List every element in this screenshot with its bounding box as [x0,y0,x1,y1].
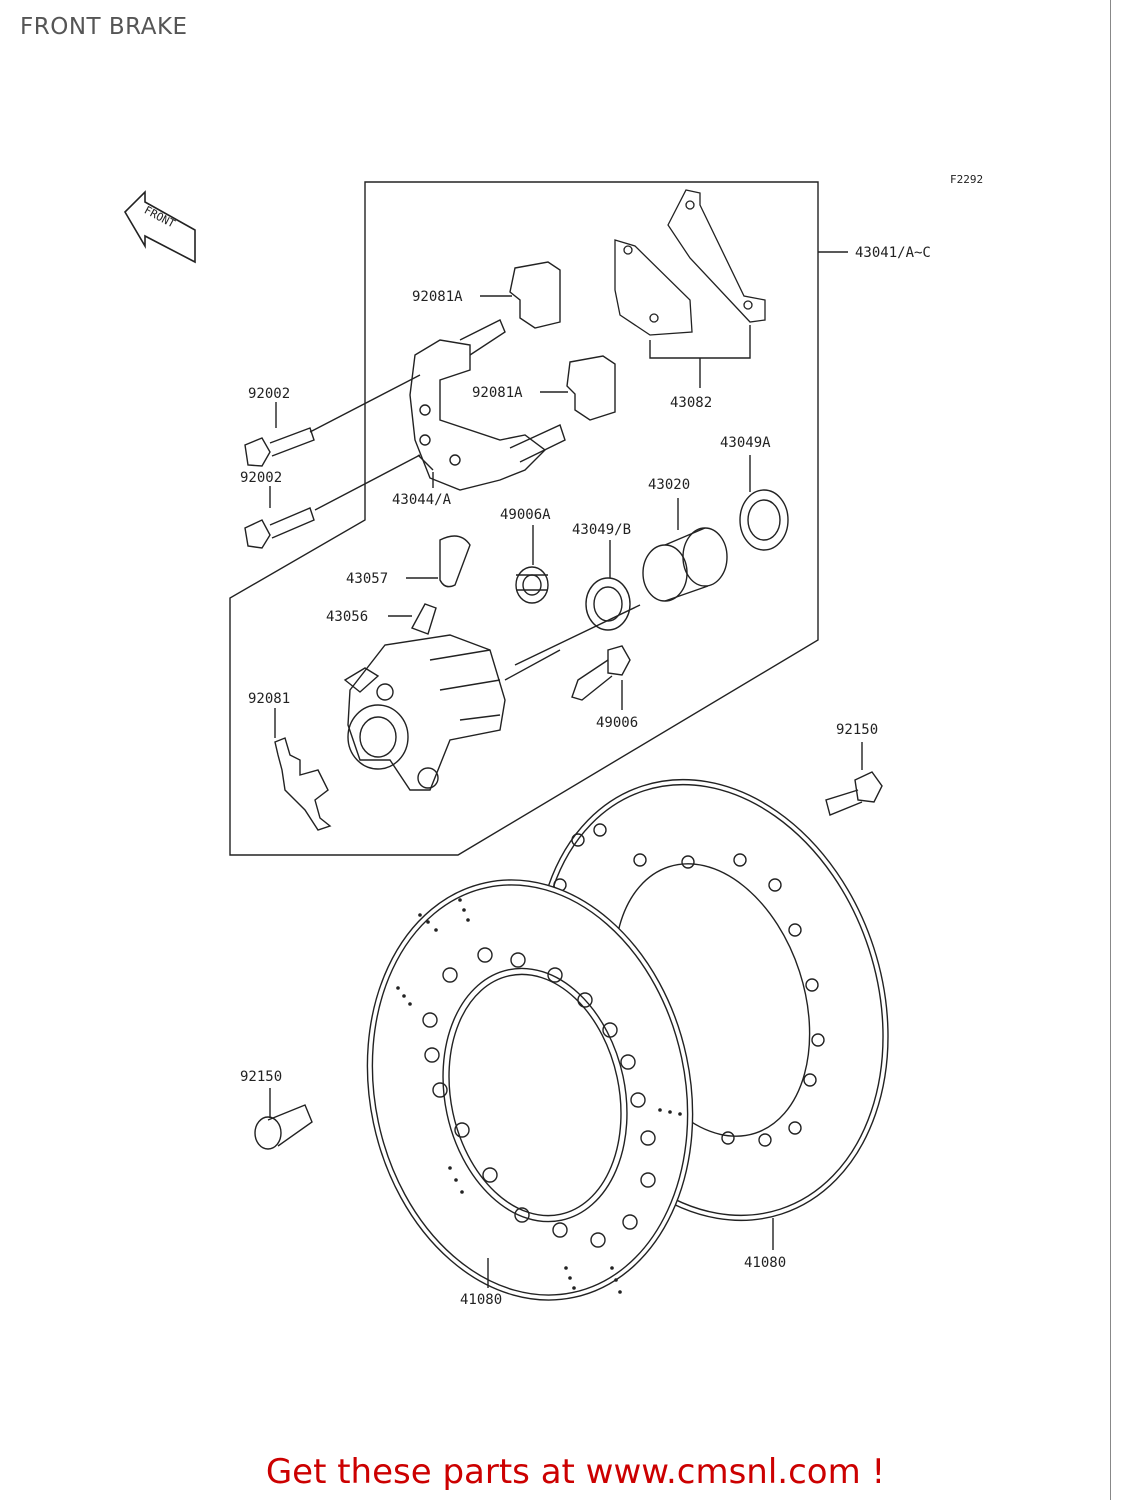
pad-spring-top [509,261,561,329]
bleeder-valve [411,603,437,635]
label-92081: 92081 [248,691,290,707]
pin-bolt [571,645,631,701]
label-43056: 43056 [326,609,368,625]
label-92150-left: 92150 [240,1069,282,1085]
label-49006a: 49006A [500,507,551,523]
disc-bolt-right [825,771,883,816]
pad-spring-clip [274,737,332,831]
piston-seal [585,577,631,631]
caliper-body [343,604,641,791]
label-41080-right: 41080 [744,1255,786,1271]
pad-spring-mid [566,355,616,421]
page-title: FRONT BRAKE [20,14,188,40]
label-43049a: 43049A [720,435,771,451]
label-49006: 49006 [596,715,638,731]
bleeder-cap [439,535,471,588]
page-divider [1110,0,1111,1500]
front-marker: FRONT [142,204,178,231]
piston [642,527,728,602]
label-41080-left: 41080 [460,1292,502,1308]
brake-pads [614,189,766,336]
label-43049b: 43049/B [572,522,631,538]
label-43057: 43057 [346,571,388,587]
leader-43082 [649,325,751,388]
brake-disc-left [366,879,694,1301]
label-43044: 43044/A [392,492,452,508]
footer-cta-text: Get these parts at www.cmsnl.com ! [265,1452,886,1492]
label-92150-right: 92150 [836,722,878,738]
label-43020: 43020 [648,477,690,493]
assembly-frame [229,181,819,856]
footer-cta-link[interactable]: Get these parts at www.cmsnl.com ! [0,1452,1147,1492]
dust-boot [515,566,549,604]
label-43041: 43041/A~C [855,245,931,261]
bolt-92002-top [244,374,421,467]
piston-seal-a [739,489,789,551]
label-92081a-mid: 92081A [472,385,523,401]
label-92002-bottom: 92002 [240,470,282,486]
label-92002-top: 92002 [248,386,290,402]
figure-code: F2292 [950,173,983,186]
bolt-92002-bottom [244,454,421,549]
label-92081a-top: 92081A [412,289,463,305]
disc-bolt-left [254,1104,313,1150]
label-43082: 43082 [670,395,712,411]
parts-diagram: F2292 FRONT 43041/A~C 92081A 43082 92002… [123,173,983,1308]
front-arrow-icon [123,190,196,264]
